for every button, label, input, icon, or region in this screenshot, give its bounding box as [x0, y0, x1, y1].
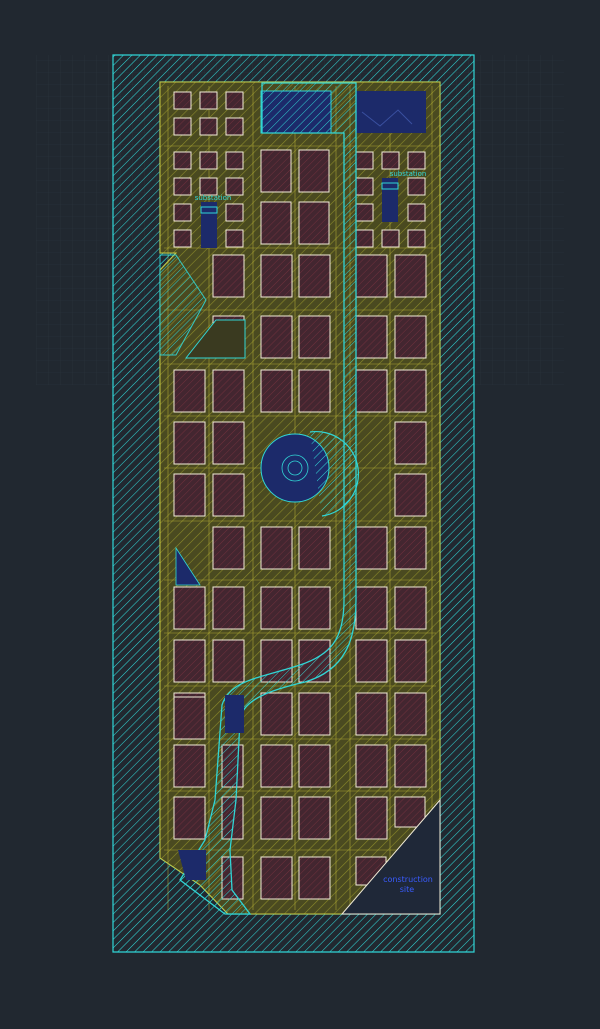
small-plot [225, 91, 244, 110]
small-plot [407, 229, 426, 248]
small-plot [225, 203, 244, 222]
plot [355, 692, 388, 736]
plot [298, 526, 331, 570]
plot [355, 315, 388, 359]
plot [394, 586, 427, 630]
plot [173, 796, 206, 840]
small-plot [199, 117, 218, 136]
plot [298, 149, 330, 193]
plot [260, 796, 293, 840]
small-plot [173, 177, 192, 196]
small-plot [381, 229, 400, 248]
plot [173, 744, 206, 788]
plot [355, 639, 388, 683]
small-plot [199, 177, 218, 196]
small-plot [225, 177, 244, 196]
plot [212, 254, 245, 298]
small-plot [225, 117, 244, 136]
plot [173, 473, 206, 517]
plot [260, 586, 293, 630]
main-road [179, 82, 357, 915]
plot [212, 369, 245, 413]
plot [298, 856, 331, 900]
small-plot [407, 203, 426, 222]
small-plot [355, 203, 374, 222]
small-plot [355, 177, 374, 196]
plot [394, 744, 427, 788]
plot [260, 254, 293, 298]
plot [212, 421, 245, 465]
plot [394, 796, 426, 828]
plot [298, 254, 331, 298]
label-site: site [400, 885, 415, 894]
plot [173, 369, 206, 413]
label-substation-right: substation [390, 170, 427, 178]
label-substation-left: substation [195, 194, 232, 202]
plot [173, 639, 206, 683]
plot [298, 369, 331, 413]
substation-right [381, 178, 399, 222]
plot [394, 254, 427, 298]
plot [394, 473, 427, 517]
plot [394, 639, 427, 683]
label-construction: construction [383, 875, 433, 884]
small-plot [225, 229, 244, 248]
small-plot [225, 151, 244, 170]
plot [394, 421, 427, 465]
plot [298, 315, 331, 359]
left-notch [159, 254, 246, 586]
small-plot [199, 151, 218, 170]
plot [260, 149, 292, 193]
plot [173, 696, 206, 740]
plot [355, 369, 388, 413]
plot [260, 744, 293, 788]
plot [394, 369, 427, 413]
plot [173, 421, 206, 465]
plot [355, 586, 388, 630]
small-plot [407, 177, 426, 196]
plot [298, 586, 331, 630]
plot [355, 796, 388, 840]
small-plot [407, 151, 426, 170]
small-plot [355, 229, 374, 248]
small-plot [355, 151, 374, 170]
plot [298, 201, 330, 245]
small-plot [173, 229, 192, 248]
plot [394, 526, 427, 570]
plot [212, 586, 245, 630]
plot [260, 369, 293, 413]
plot [260, 201, 292, 245]
plot [355, 526, 388, 570]
plot [212, 639, 245, 683]
plot [260, 856, 293, 900]
small-plot [173, 117, 192, 136]
plot [298, 796, 331, 840]
small-plot [173, 203, 192, 222]
plot [260, 692, 293, 736]
plot [298, 692, 331, 736]
small-plot [173, 91, 192, 110]
small-plot [381, 151, 400, 170]
plot [355, 254, 388, 298]
navy-block-right [356, 91, 426, 133]
navy-parcels [178, 695, 244, 880]
plot [355, 744, 388, 788]
plot [212, 526, 245, 570]
plot [394, 692, 427, 736]
small-plot [199, 91, 218, 110]
plot [394, 315, 427, 359]
substation-left [200, 202, 218, 248]
construction-site-area [340, 798, 441, 915]
small-plot [173, 151, 192, 170]
plot [212, 473, 245, 517]
plot [298, 744, 331, 788]
plot [260, 315, 293, 359]
plot [173, 586, 206, 630]
plot [260, 526, 293, 570]
